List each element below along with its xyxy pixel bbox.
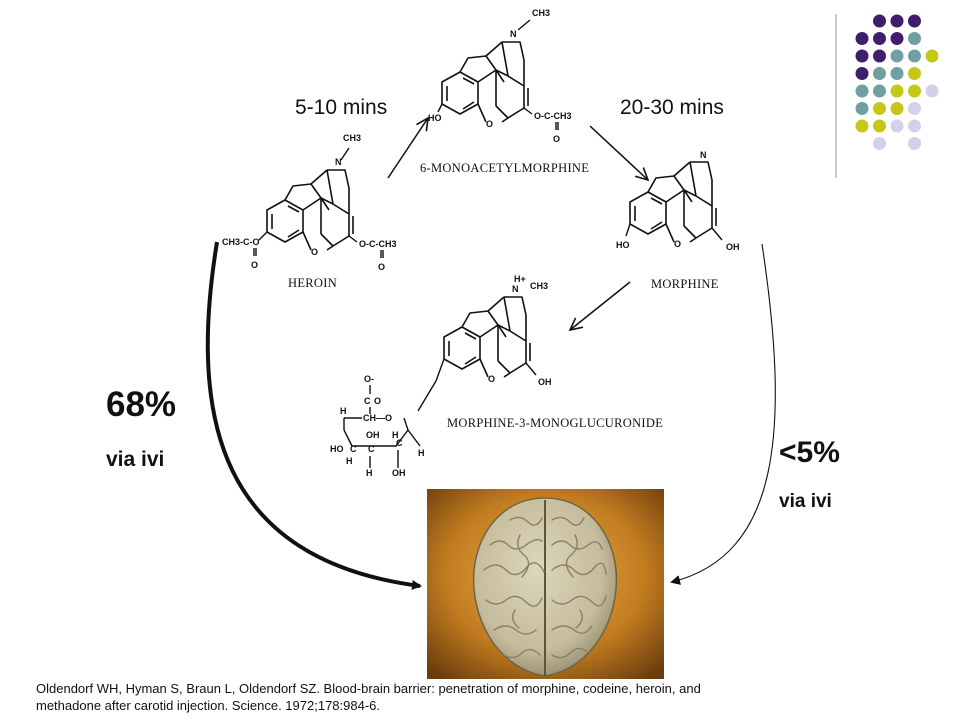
citation: Oldendorf WH, Hyman S, Braun L, Oldendor… bbox=[36, 680, 936, 714]
decorative-dot bbox=[855, 102, 869, 115]
arrow-mam-to-morphine bbox=[589, 125, 648, 180]
atom-ch3: CH3 bbox=[530, 281, 548, 291]
atom-ho: HO bbox=[616, 240, 630, 250]
atom-o: O bbox=[674, 239, 681, 249]
acetyl-right: O-C-CH3 bbox=[534, 111, 572, 121]
time-label-mam-to-morphine: 20-30 mins bbox=[620, 96, 724, 119]
citation-line-2: methadone after carotid injection. Scien… bbox=[36, 698, 381, 713]
arrow-morphine-to-m3g bbox=[570, 281, 631, 330]
decorative-dot bbox=[873, 14, 886, 28]
atom-o: O bbox=[378, 262, 385, 272]
atom-ch-o: CH—O bbox=[363, 413, 392, 423]
morphine-uptake-route: via ivi bbox=[779, 491, 832, 512]
arrow-morphine-to-brain bbox=[670, 243, 776, 585]
brain-image bbox=[427, 489, 664, 679]
atom-h: H bbox=[392, 430, 399, 440]
decorative-dot bbox=[855, 32, 869, 45]
decorative-dot bbox=[908, 84, 921, 98]
atom-n: N bbox=[335, 157, 342, 167]
atom-carboxylate: O- bbox=[364, 374, 374, 384]
atom-ho: HO bbox=[428, 113, 442, 123]
decorative-dot bbox=[855, 49, 869, 63]
decorative-dot bbox=[873, 137, 886, 150]
atom-o: O bbox=[488, 374, 495, 384]
decorative-dot bbox=[890, 49, 904, 63]
compound-label-heroin: HEROIN bbox=[288, 276, 338, 290]
decorative-dot bbox=[925, 49, 939, 63]
morphine-structure: O N HO OH bbox=[616, 150, 740, 252]
atom-ch3: CH3 bbox=[343, 133, 361, 143]
morphine-glucuronide-structure: O N H+ CH3 OH bbox=[417, 274, 552, 412]
decorative-dot bbox=[873, 119, 886, 133]
atom-oh: OH bbox=[366, 430, 380, 440]
decorative-dot bbox=[890, 67, 904, 80]
atom-n: N bbox=[510, 29, 517, 39]
atom-n: N bbox=[512, 284, 519, 294]
acetyl-right: O-C-CH3 bbox=[359, 239, 397, 249]
atom-h: H bbox=[346, 456, 353, 466]
atom-nh: H+ bbox=[514, 274, 526, 284]
decorative-dot bbox=[908, 102, 921, 115]
decorative-dot bbox=[855, 84, 869, 98]
decorative-dot bbox=[873, 67, 886, 80]
atom-oh: OH bbox=[392, 468, 406, 478]
decorative-dot-grid bbox=[855, 14, 939, 150]
atom-ho: HO bbox=[330, 444, 344, 454]
atom-h: H bbox=[340, 406, 347, 416]
decorative-dot bbox=[908, 137, 921, 150]
time-label-heroin-to-mam: 5-10 mins bbox=[295, 96, 388, 119]
decorative-dot bbox=[908, 32, 921, 45]
citation-line-1: Oldendorf WH, Hyman S, Braun L, Oldendor… bbox=[36, 681, 701, 696]
decorative-dot bbox=[890, 84, 904, 98]
heroin-uptake-percent: 68% bbox=[106, 385, 177, 424]
compound-label-m3g: MORPHINE-3-MONOGLUCURONIDE bbox=[447, 416, 664, 430]
monoacetylmorphine-structure: O N CH3 HO O-C-CH3 O bbox=[428, 8, 572, 144]
morphine-uptake-percent: <5% bbox=[779, 436, 840, 469]
atom-o: O bbox=[486, 119, 493, 129]
decorative-dot bbox=[855, 67, 869, 80]
heroin-uptake-route: via ivi bbox=[106, 448, 165, 471]
compound-label-morphine: MORPHINE bbox=[651, 277, 719, 291]
atom-o: O bbox=[553, 134, 560, 144]
atom-o: O bbox=[374, 396, 381, 406]
decorative-dot bbox=[873, 32, 886, 45]
decorative-dot bbox=[908, 67, 921, 80]
decorative-dot bbox=[925, 84, 939, 98]
atom-oh: OH bbox=[726, 242, 740, 252]
decorative-dot bbox=[855, 119, 869, 133]
atom-o: O bbox=[251, 260, 258, 270]
glucuronide-sugar: O- C O CH—O H OH H C HO C C H H OH H bbox=[330, 374, 425, 478]
atom-c: C bbox=[350, 444, 357, 454]
atom-h: H bbox=[366, 468, 373, 478]
atom-c: C bbox=[396, 438, 403, 448]
arrow-heroin-to-mam bbox=[387, 118, 428, 179]
decorative-dot bbox=[908, 14, 921, 28]
decorative-dot bbox=[908, 119, 921, 133]
decorative-dot bbox=[873, 102, 886, 115]
heroin-structure: O N CH3 CH3-C-O O O-C-CH3 O bbox=[222, 133, 397, 272]
atom-c: C bbox=[364, 396, 371, 406]
decorative-dot bbox=[890, 102, 904, 115]
compound-label-mam: 6-MONOACETYLMORPHINE bbox=[420, 161, 590, 175]
decorative-dot bbox=[873, 49, 886, 63]
decorative-dot bbox=[890, 14, 904, 28]
atom-h: H bbox=[418, 448, 425, 458]
atom-oh: OH bbox=[538, 377, 552, 387]
decorative-dot bbox=[890, 32, 904, 45]
decorative-dot bbox=[908, 49, 921, 63]
acetyl-left: CH3-C-O bbox=[222, 237, 260, 247]
atom-c: C bbox=[368, 444, 375, 454]
arrow-heroin-to-brain bbox=[205, 241, 422, 590]
atom-o: O bbox=[311, 247, 318, 257]
atom-ch3: CH3 bbox=[532, 8, 550, 18]
decorative-dot bbox=[873, 84, 886, 98]
atom-n: N bbox=[700, 150, 707, 160]
decorative-dot bbox=[890, 119, 904, 133]
